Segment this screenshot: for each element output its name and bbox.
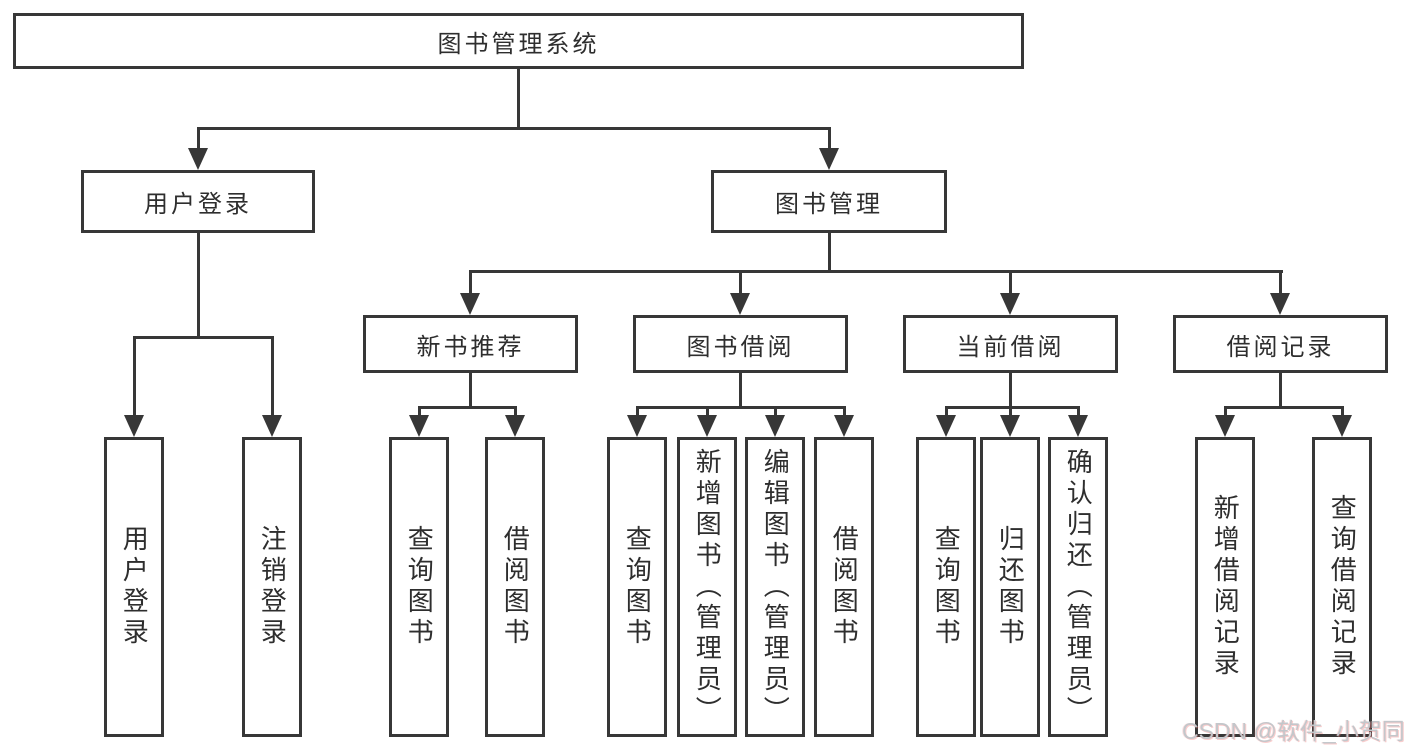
arrow-down (1270, 270, 1290, 315)
arrow-down (505, 406, 525, 437)
node-book-borrow: 图书借阅 (633, 315, 848, 373)
leaf-query-books-recommend: 查询图书 (389, 437, 449, 737)
leaf-query-books-borrow: 查询图书 (607, 437, 667, 737)
connector-current-borrow-hline (945, 406, 1080, 409)
node-user-login: 用户登录 (81, 170, 315, 233)
leaf-edit-books-admin: 编辑图书（管理员） (745, 437, 805, 737)
arrow-down (936, 406, 956, 437)
arrow-down (819, 127, 839, 170)
leaf-add-books-admin: 新增图书（管理员） (677, 437, 737, 737)
node-current-borrow: 当前借阅 (903, 315, 1118, 373)
connector-root-hline (197, 127, 831, 130)
connector-book-borrow-hline (636, 406, 846, 409)
arrow-down (1215, 406, 1235, 437)
arrow-down (460, 270, 480, 315)
arrow-down (1000, 406, 1020, 437)
arrow-down (730, 270, 750, 315)
node-book-management: 图书管理 (711, 170, 947, 233)
leaf-confirm-return-admin: 确认归还（管理员） (1048, 437, 1108, 737)
arrow-down (124, 336, 144, 437)
csdn-watermark: CSDN @软件_小贺同学 (1182, 718, 1405, 744)
connector-root-stem (517, 69, 520, 130)
arrow-down (262, 336, 282, 437)
arrow-down (409, 406, 429, 437)
connector-user-login-hline (133, 336, 274, 339)
arrow-down (627, 406, 647, 437)
leaf-borrow-books-recommend: 借阅图书 (485, 437, 545, 737)
arrow-down (188, 127, 208, 170)
leaf-add-borrow-record: 新增借阅记录 (1195, 437, 1255, 737)
leaf-query-borrow-record: 查询借阅记录 (1312, 437, 1372, 737)
arrow-down (1068, 406, 1088, 437)
leaf-user-login: 用户登录 (104, 437, 164, 737)
leaf-logout: 注销登录 (242, 437, 302, 737)
connector-book-borrow-stem (739, 373, 742, 409)
arrow-down (834, 406, 854, 437)
connector-new-book-hline (418, 406, 517, 409)
arrow-down (1000, 270, 1020, 315)
leaf-return-books: 归还图书 (980, 437, 1040, 737)
connector-borrow-records-stem (1279, 373, 1282, 409)
connector-book-mgmt-stem (828, 232, 831, 273)
node-root: 图书管理系统 (13, 13, 1024, 69)
leaf-borrow-books: 借阅图书 (814, 437, 874, 737)
connector-user-login-stem (197, 232, 200, 339)
connector-new-book-stem (469, 373, 472, 409)
arrow-down (765, 406, 785, 437)
arrow-down (1332, 406, 1352, 437)
leaf-query-books-current: 查询图书 (916, 437, 976, 737)
node-new-book-recommend: 新书推荐 (363, 315, 578, 373)
connector-borrow-records-hline (1224, 406, 1344, 409)
node-borrow-records: 借阅记录 (1173, 315, 1388, 373)
connector-current-borrow-stem (1009, 373, 1012, 409)
connector-book-mgmt-hline (469, 270, 1283, 273)
arrow-down (697, 406, 717, 437)
